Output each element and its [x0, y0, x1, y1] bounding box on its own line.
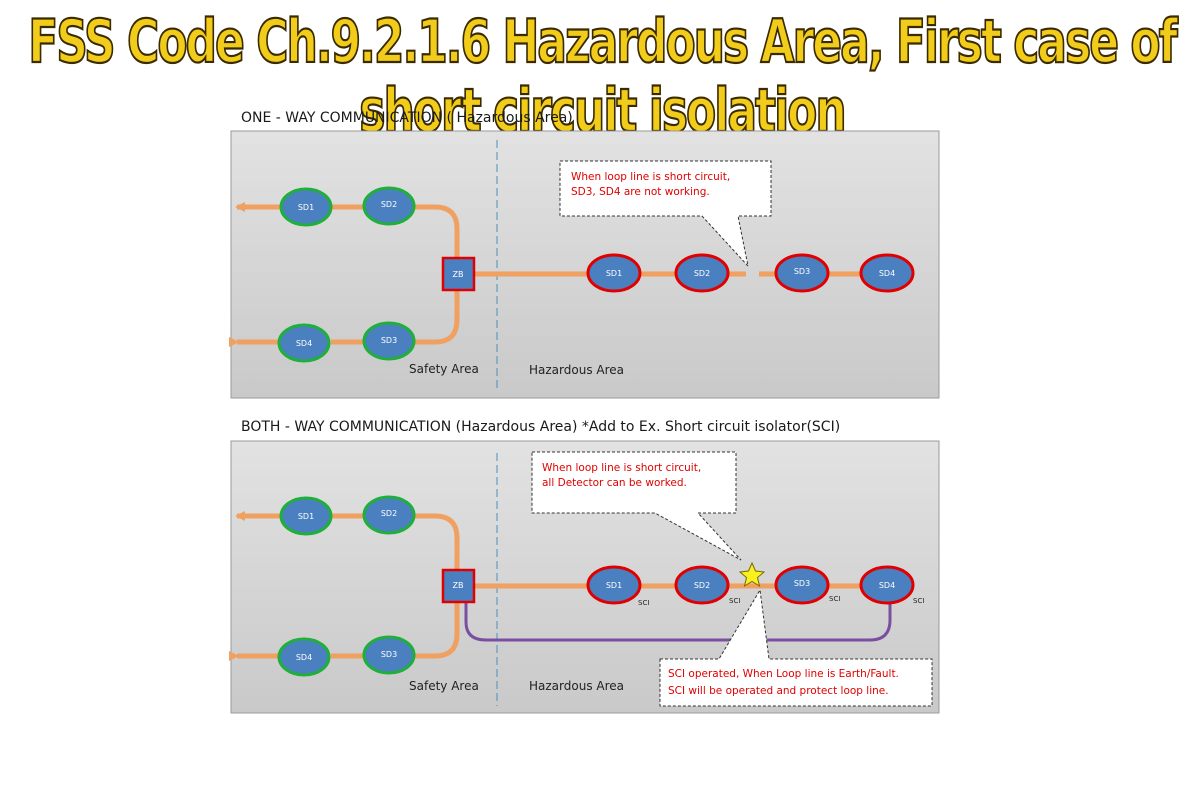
- hazard-node-sd4: SD4: [859, 565, 915, 605]
- safety-node-sd3: SD3: [362, 635, 416, 675]
- isolator-return-loop: [464, 600, 892, 642]
- both-way-panel: SD1 SD2 SD3 SD4 ZB SD1 SD2 SD3: [229, 440, 940, 714]
- safety-area-label: Safety Area: [409, 362, 479, 376]
- one-way-panel: SD1 SD2 SD3 SD4 ZB SD1 SD2: [229, 130, 940, 399]
- short-circuit-star-icon: [738, 561, 766, 588]
- fault-callout: When loop line is short circuit, SD3, SD…: [559, 160, 772, 268]
- svg-text:SD4: SD4: [879, 581, 895, 590]
- hazard-node-sd1: SD1: [586, 253, 642, 293]
- safety-node-sd1: SD1: [279, 187, 333, 227]
- svg-text:SD4: SD4: [296, 339, 312, 348]
- sci-label: SCI: [729, 597, 740, 605]
- safety-node-sd1: SD1: [279, 496, 333, 536]
- sci-label: SCI: [913, 597, 924, 605]
- safety-node-sd3: SD3: [362, 321, 416, 361]
- fault-note-line2: SD3, SD4 are not working.: [571, 186, 710, 198]
- svg-text:SD1: SD1: [298, 512, 314, 521]
- hazard-node-sd2: SD2: [674, 565, 730, 605]
- svg-text:SD1: SD1: [298, 203, 314, 212]
- svg-text:ZB: ZB: [453, 581, 464, 590]
- sci-label: SCI: [638, 599, 649, 607]
- one-way-heading: ONE - WAY COMMUNICATION ( Hazardous Area…: [241, 110, 573, 126]
- sci-callout: SCI operated, When Loop line is Earth/Fa…: [659, 588, 933, 707]
- hazard-node-sd1: SD1: [586, 565, 642, 605]
- sci-note-line1: SCI operated, When Loop line is Earth/Fa…: [668, 668, 899, 680]
- svg-text:SD2: SD2: [694, 581, 710, 590]
- svg-text:SD4: SD4: [296, 653, 312, 662]
- hazardous-area-label: Hazardous Area: [529, 363, 624, 377]
- sci-label: SCI: [829, 595, 840, 603]
- svg-text:SD1: SD1: [606, 581, 622, 590]
- svg-text:SD2: SD2: [694, 269, 710, 278]
- svg-text:SD1: SD1: [606, 269, 622, 278]
- fault-callout: When loop line is short circuit, all Det…: [531, 451, 742, 561]
- hazard-node-sd3: SD3: [774, 565, 830, 605]
- hazard-node-sd4: SD4: [859, 253, 915, 293]
- zone-box-zb: ZB: [441, 568, 476, 604]
- fault-note-line1: When loop line is short circuit,: [571, 171, 730, 183]
- fault-note-line1: When loop line is short circuit,: [542, 462, 701, 474]
- fault-note-line2: all Detector can be worked.: [542, 477, 687, 489]
- safety-area-label: Safety Area: [409, 679, 479, 693]
- svg-text:SD3: SD3: [381, 336, 397, 345]
- svg-text:SD2: SD2: [381, 200, 397, 209]
- sci-note-line2: SCI will be operated and protect loop li…: [668, 685, 889, 697]
- svg-text:SD3: SD3: [381, 650, 397, 659]
- svg-text:SD3: SD3: [794, 267, 810, 276]
- page-title: FSS Code Ch.9.2.1.6 Hazardous Area, Firs…: [27, 7, 1178, 147]
- hazardous-area-label: Hazardous Area: [529, 679, 624, 693]
- svg-text:SD2: SD2: [381, 509, 397, 518]
- svg-text:ZB: ZB: [453, 270, 464, 279]
- svg-text:SD4: SD4: [879, 269, 895, 278]
- hazard-node-sd2: SD2: [674, 253, 730, 293]
- hazard-node-sd3: SD3: [774, 253, 830, 293]
- safety-node-sd2: SD2: [362, 186, 416, 226]
- safety-node-sd2: SD2: [362, 495, 416, 535]
- zone-box-zb: ZB: [441, 256, 476, 292]
- both-way-heading: BOTH - WAY COMMUNICATION (Hazardous Area…: [241, 419, 841, 435]
- svg-text:SD3: SD3: [794, 579, 810, 588]
- safety-node-sd4: SD4: [277, 323, 331, 363]
- safety-node-sd4: SD4: [277, 637, 331, 677]
